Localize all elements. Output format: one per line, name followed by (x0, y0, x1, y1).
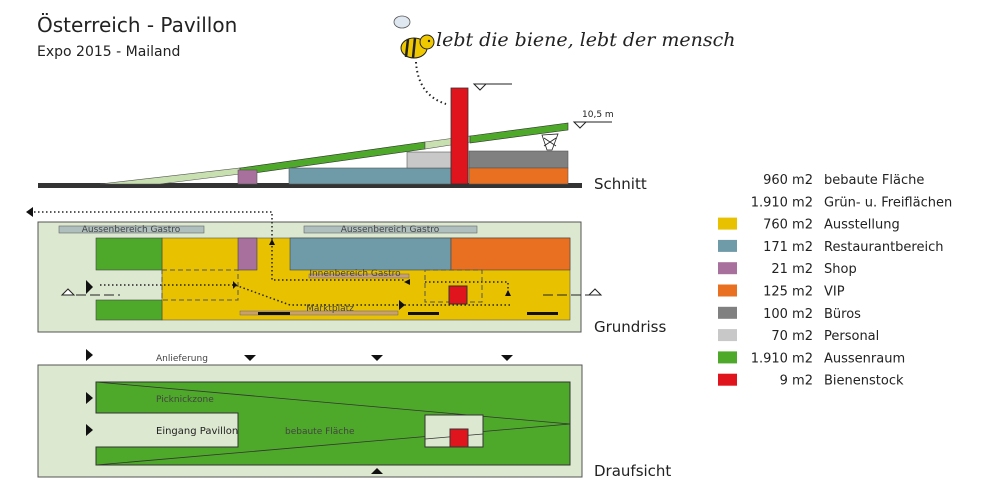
top-view-label: Draufsicht (594, 462, 671, 480)
eingang-label: Eingang Pavillon (156, 426, 238, 437)
bebaut-label: bebaute Fläche (285, 427, 355, 437)
legend-swatch (718, 351, 737, 364)
legend-value: 9 m2 (780, 374, 813, 389)
picknick-label: Picknickzone (156, 395, 214, 405)
legend-value: 1.910 m2 (751, 351, 813, 366)
legend-label: Shop (824, 262, 857, 277)
legend-swatch (718, 284, 737, 297)
legend-swatch (718, 262, 737, 275)
subtitle: Expo 2015 - Mailand (37, 44, 180, 60)
legend-label: Ausstellung (824, 218, 900, 233)
anlieferung-label: Anlieferung (156, 354, 208, 364)
legend-label: Aussenraum (824, 351, 905, 366)
legend-value: 1.910 m2 (751, 195, 813, 210)
markt-label: Marktplatz (306, 304, 354, 314)
top-view (37, 349, 583, 478)
legend-swatch (718, 329, 737, 342)
legend-value: 21 m2 (771, 262, 813, 277)
legend-label: Grün- u. Freiflächen (824, 195, 952, 210)
section-view (38, 83, 612, 188)
legend-value: 70 m2 (771, 329, 813, 344)
legend-label: Personal (824, 329, 879, 344)
bee-icon (393, 15, 435, 59)
slogan: lebt die biene, lebt der mensch (436, 29, 736, 51)
legend-value: 171 m2 (763, 240, 813, 255)
legend-label: Restaurantbereich (824, 240, 943, 255)
legend-label: Bienenstock (824, 374, 904, 389)
legend-swatch (718, 306, 737, 319)
title: Österreich - Pavillon (37, 13, 237, 37)
legend-value: 125 m2 (763, 285, 813, 300)
legend-value: 960 m2 (763, 173, 813, 188)
legend-swatch (718, 373, 737, 386)
legend: 960 m2 bebaute Fläche 1.910 m2 Grün- u. Fre… (718, 173, 952, 389)
gastro-left-label: Aussenbereich Gastro (82, 225, 181, 235)
legend-value: 100 m2 (763, 307, 813, 322)
floor-plan-label: Grundriss (594, 318, 666, 336)
bee-flight-path (415, 61, 447, 105)
legend-label: VIP (824, 285, 845, 300)
legend-label: bebaute Fläche (824, 173, 924, 188)
section-label: Schnitt (594, 175, 647, 193)
legend-label: Büros (824, 307, 861, 322)
floor-plan (26, 207, 603, 333)
legend-value: 760 m2 (763, 218, 813, 233)
gastro-right-label: Aussenbereich Gastro (341, 225, 440, 235)
legend-swatch (718, 239, 737, 252)
height-label: 10,5 m (582, 110, 614, 120)
innen-label: Innenbereich Gastro (309, 269, 401, 279)
legend-swatch (718, 217, 737, 230)
